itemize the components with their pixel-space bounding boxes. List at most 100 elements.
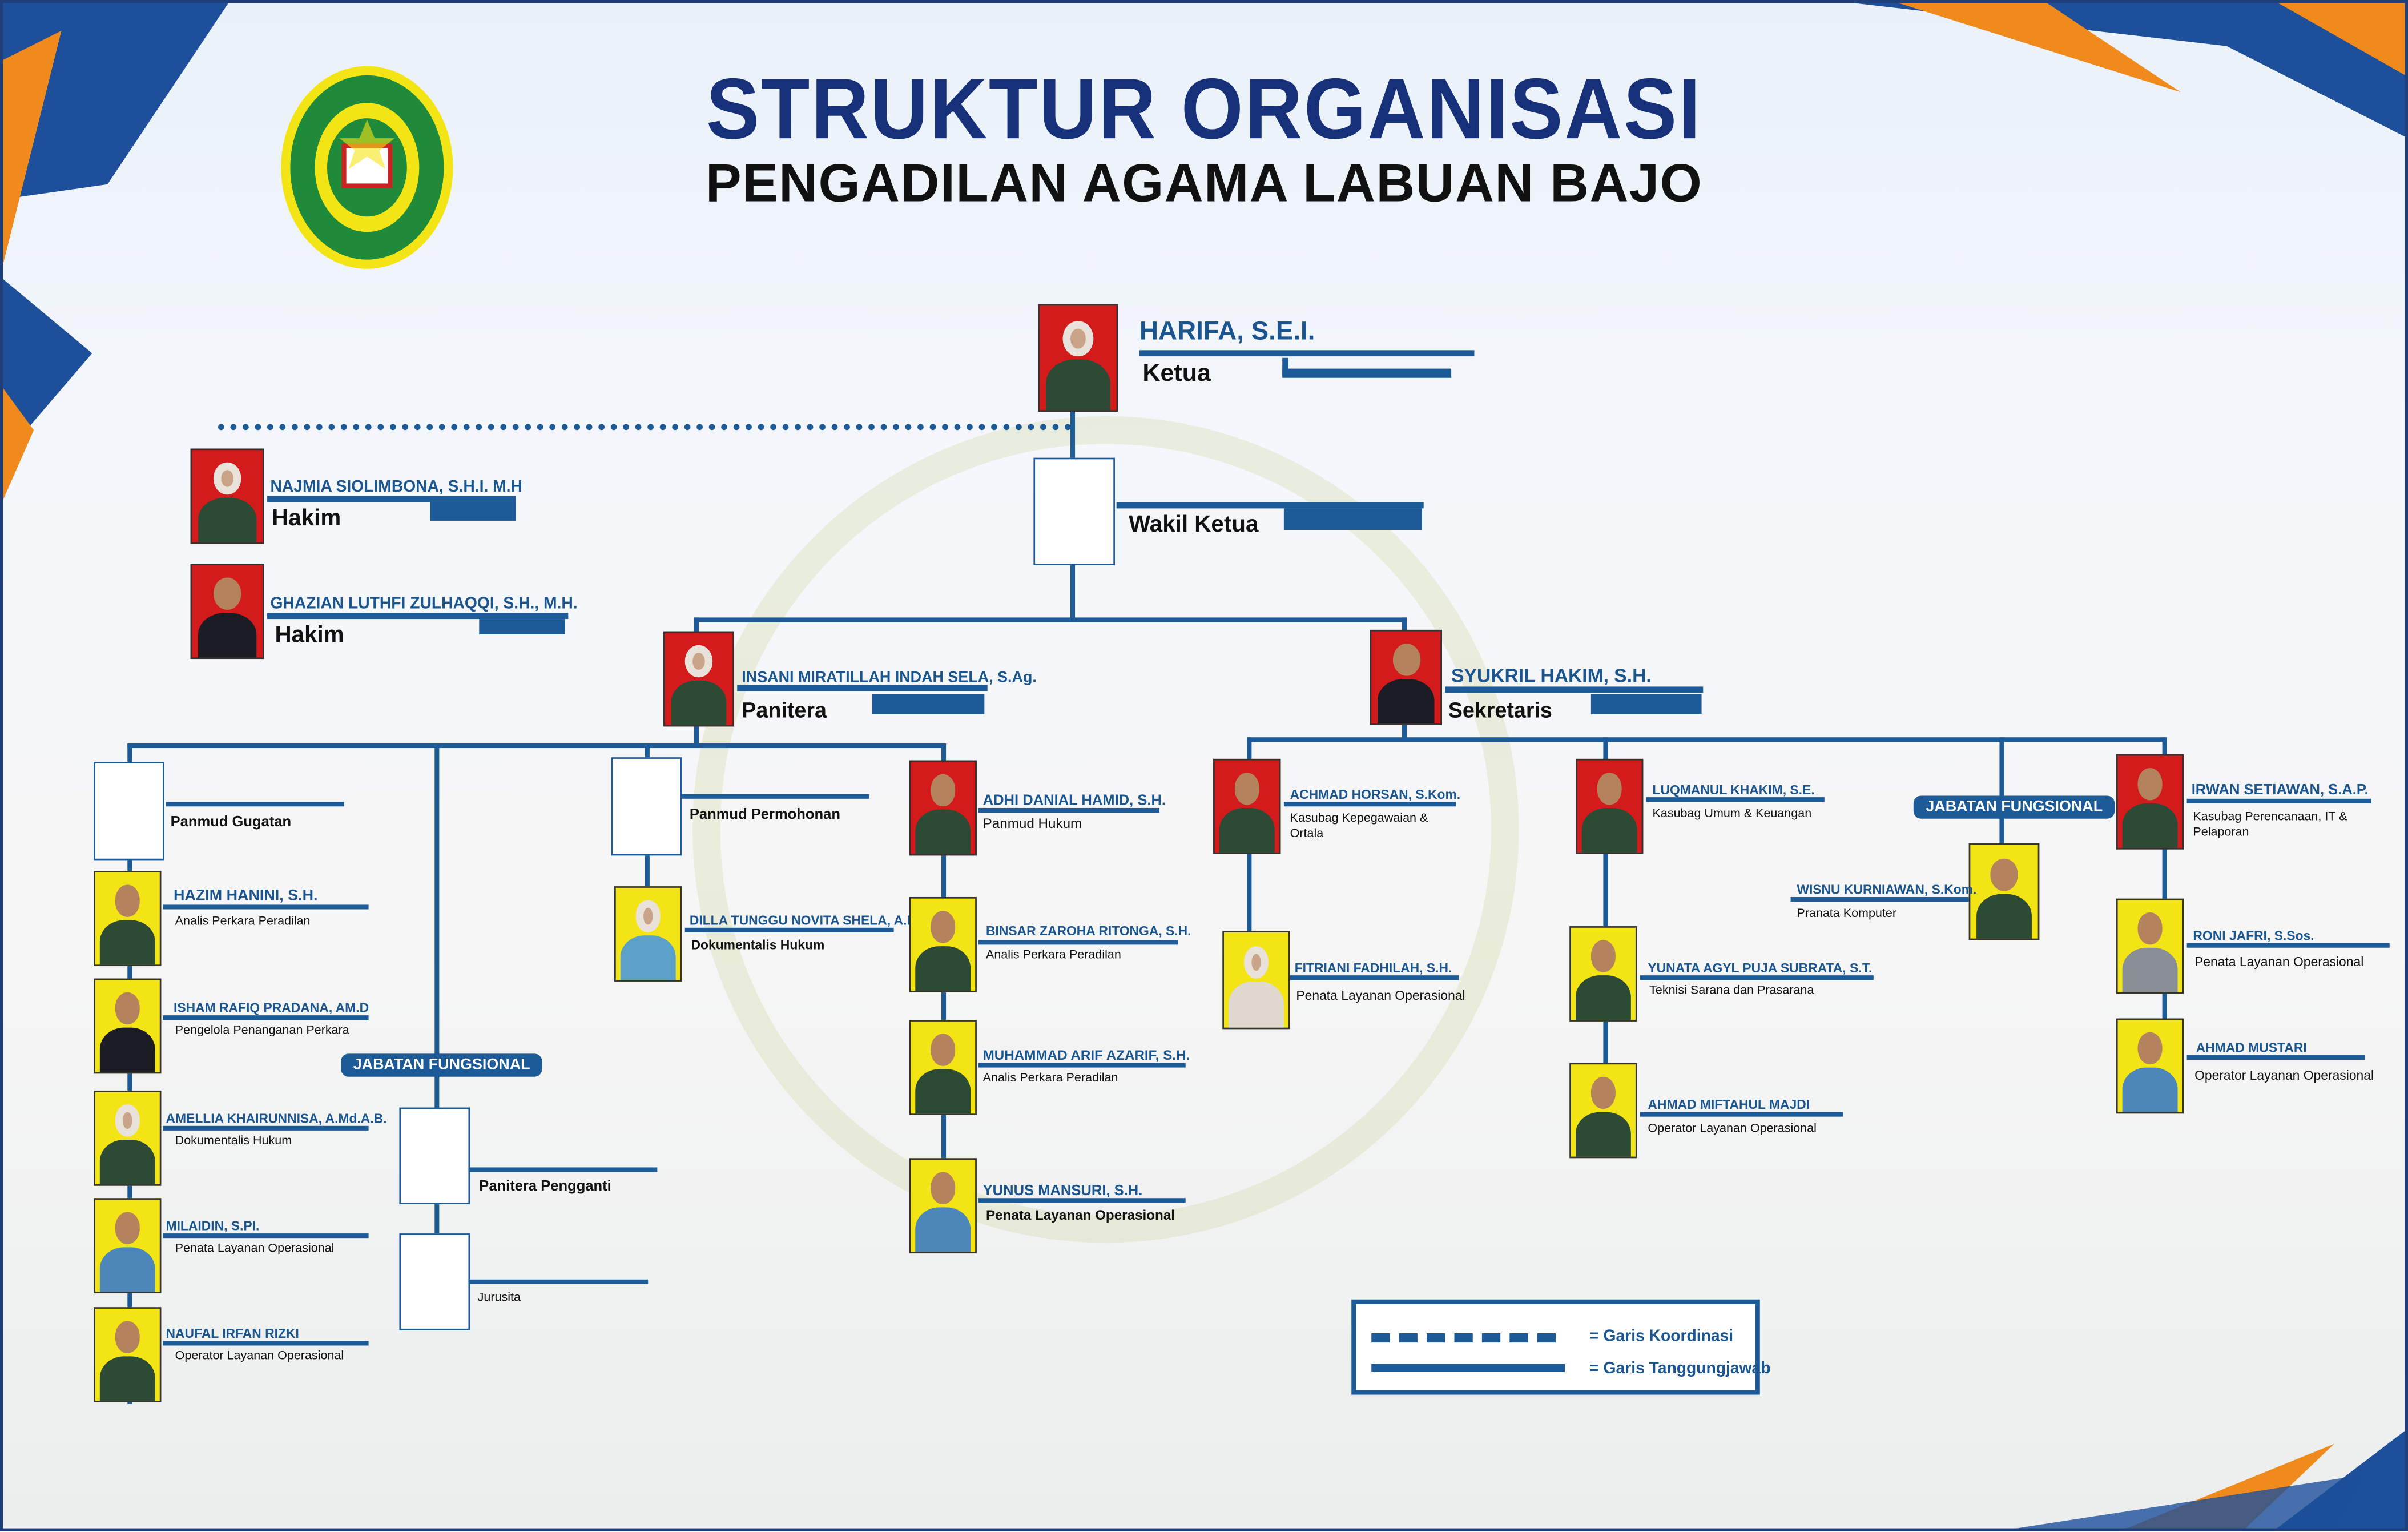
coordination-line [218, 424, 1072, 431]
name-bar [1590, 694, 1702, 714]
photo-mustari [2116, 1018, 2184, 1114]
connector-line [1402, 725, 1407, 741]
legend: = Garis Koordinasi = Garis Tanggungjawab [1351, 1299, 1771, 1395]
arif-role: Analis Perkara Peradilan [982, 1070, 1118, 1085]
photo-isham [94, 978, 162, 1074]
name-bar [1290, 975, 1459, 980]
hakim-2-name: GHAZIAN LUTHFI ZULHAQQI, S.H., M.H. [270, 594, 578, 613]
legend-coordination: = Garis Koordinasi [1589, 1327, 1734, 1346]
milaidin-role: Penata Layanan Operasional [175, 1241, 335, 1255]
connector-line [694, 617, 699, 633]
yunus-name: YUNUS MANSURI, S.H. [982, 1183, 1143, 1200]
isham-name: ISHAM RAFIQ PRADANA, AM.D [173, 1000, 369, 1016]
connector-line [1247, 737, 1252, 1030]
photo-sekretaris [1370, 629, 1442, 725]
sekretaris-name: SYUKRIL HAKIM, S.H. [1451, 665, 1652, 687]
arif-name: MUHAMMAD ARIF AZARIF, S.H. [982, 1047, 1190, 1063]
photo-luqmanul [1575, 758, 1644, 854]
photo-milaidin [94, 1198, 162, 1294]
roni-name: RONI JAFRI, S.Sos. [2193, 927, 2314, 943]
fitriani-role: Penata Layanan Operasional [1296, 987, 1465, 1003]
wakil-ketua-role: Wakil Ketua [1129, 511, 1259, 538]
photo-yunus [909, 1158, 977, 1254]
name-bar [479, 619, 565, 634]
photo-panitera-pengganti-empty [399, 1107, 470, 1204]
photo-yunata [1569, 926, 1637, 1022]
luqmanul-role: Kasubag Umum & Keuangan [1652, 806, 1812, 821]
name-bar [1139, 350, 1475, 357]
miftahul-name: AHMAD MIFTAHUL MAJDI [1648, 1096, 1810, 1112]
photo-hakim-2 [190, 564, 264, 660]
name-bar [163, 1233, 369, 1239]
hazim-name: HAZIM HANINI, S.H. [173, 887, 318, 905]
bar-tick [1282, 357, 1288, 377]
connector-line [1999, 737, 2004, 845]
binsar-name: BINSAR ZAROHA RITONGA, S.H. [986, 923, 1191, 939]
name-bar [682, 794, 869, 799]
name-bar [1283, 508, 1422, 530]
hakim-1-role: Hakim [272, 505, 341, 532]
photo-naufal [94, 1307, 162, 1403]
name-bar [163, 1341, 369, 1346]
name-bar [470, 1167, 658, 1172]
naufal-name: NAUFAL IRFAN RIZKI [166, 1325, 299, 1341]
ketua-name: HARIFA, S.E.I. [1139, 316, 1315, 346]
name-bar [1646, 797, 1825, 802]
name-bar [163, 1125, 369, 1131]
photo-binsar [909, 896, 977, 992]
photo-arif [909, 1020, 977, 1115]
legend-solid-line [1371, 1364, 1565, 1372]
jabatan-fungsional-badge: JABATAN FUNGSIONAL [1913, 795, 2115, 819]
panitera-role: Panitera [742, 697, 827, 722]
name-bar [163, 1015, 369, 1020]
connector-line [1070, 565, 1076, 620]
name-bar [163, 904, 369, 910]
name-bar [978, 807, 1159, 813]
name-bar [1640, 1112, 1843, 1117]
irwan-role: Kasubag Perencanaan, IT & Pelaporan [2193, 809, 2347, 839]
name-bar [872, 694, 985, 714]
photo-roni [2116, 898, 2184, 994]
wisnu-role: Pranata Komputer [1797, 906, 1897, 920]
name-bar [1282, 368, 1452, 378]
photo-hazim [94, 871, 162, 967]
connector-line [694, 617, 1407, 622]
name-bar [978, 1198, 1186, 1203]
court-logo [281, 66, 453, 269]
dilla-role: Dokumentalis Hukum [691, 936, 825, 952]
page-title: STRUKTUR ORGANISASI [706, 59, 1702, 157]
hakim-2-role: Hakim [275, 622, 344, 649]
naufal-role: Operator Layanan Operasional [175, 1348, 344, 1363]
name-bar [1283, 802, 1456, 807]
mustari-role: Operator Layanan Operasional [2194, 1067, 2374, 1083]
milaidin-name: MILAIDIN, S.PI. [166, 1218, 260, 1234]
photo-wakil-ketua-empty [1033, 457, 1115, 565]
photo-wisnu [1968, 843, 2040, 940]
amellia-name: AMELLIA KHAIRUNNISA, A.Md.A.B. [166, 1110, 387, 1126]
binsar-role: Analis Perkara Peradilan [986, 947, 1121, 962]
ketua-role: Ketua [1142, 361, 1211, 387]
name-bar [470, 1279, 649, 1284]
photo-hakim-1 [190, 448, 264, 544]
adhi-name: ADHI DANIAL HAMID, S.H. [982, 793, 1166, 810]
isham-role: Pengelola Penanganan Perkara [175, 1023, 349, 1037]
name-bar [1116, 502, 1424, 509]
yunata-role: Teknisi Sarana dan Prasarana [1649, 983, 1814, 997]
name-bar [978, 940, 1178, 945]
panmud-gugatan-role: Panmud Gugatan [170, 814, 292, 831]
dilla-name: DILLA TUNGGU NOVITA SHELA, A.Md. [689, 912, 929, 928]
fitriani-name: FITRIANI FADHILAH, S.H. [1294, 960, 1452, 976]
irwan-name: IRWAN SETIAWAN, S.A.P. [2191, 782, 2369, 799]
photo-irwan [2116, 754, 2184, 850]
roni-role: Penata Layanan Operasional [2194, 954, 2364, 970]
miftahul-role: Operator Layanan Operasional [1648, 1121, 1817, 1135]
mustari-name: AHMAD MUSTARI [2196, 1040, 2307, 1056]
panitera-name: INSANI MIRATILLAH INDAH SELA, S.Ag. [742, 669, 1037, 687]
connector-line [694, 725, 699, 747]
photo-amellia [94, 1090, 162, 1186]
connector-line [1247, 737, 2165, 742]
name-bar [684, 927, 894, 932]
achmad-role: Kasubag Kepegawaian & Ortala [1290, 811, 1428, 841]
amellia-role: Dokumentalis Hukum [175, 1133, 292, 1148]
